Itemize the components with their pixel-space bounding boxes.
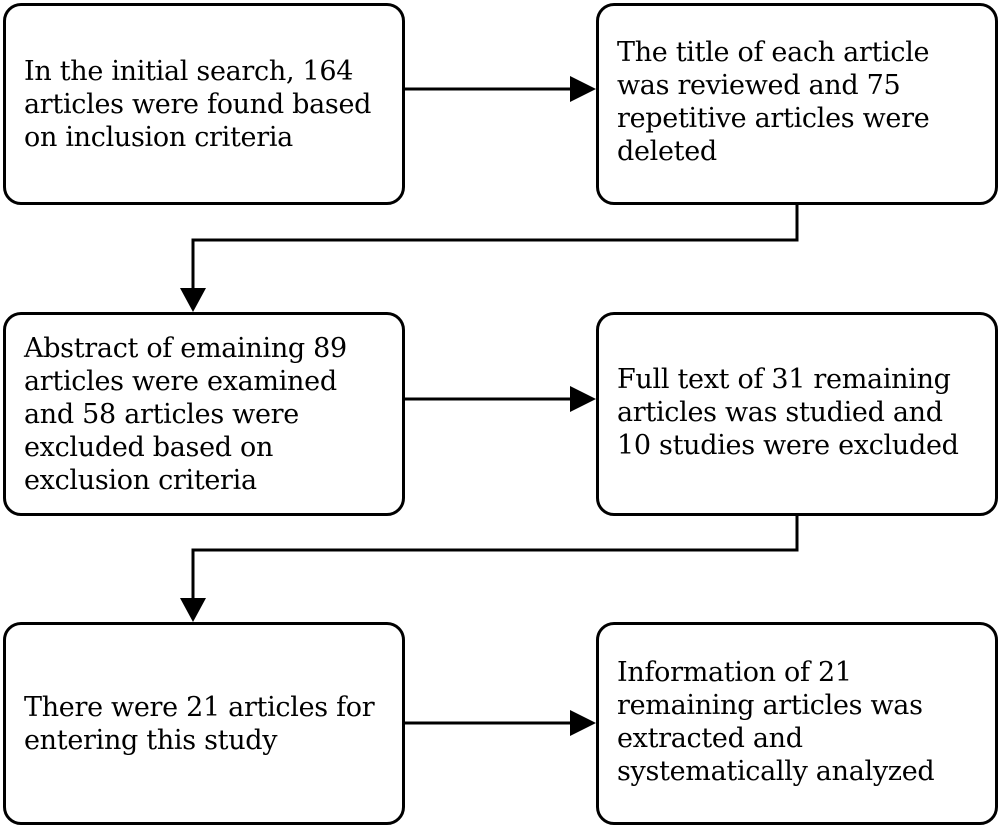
step-box-data-extraction: Information of 21 remaining articles was… [596,622,998,825]
arrow-step3-to-step4 [405,386,596,412]
arrow-step5-to-step6 [405,710,596,736]
step-text: Information of 21 remaining articles was… [617,656,935,787]
step-text: There were 21 articles for entering this… [24,691,375,756]
step-box-included-articles: There were 21 articles for entering this… [3,622,405,825]
step-text: Full text of 31 remaining articles was s… [617,363,959,461]
arrow-step1-to-step2 [405,76,596,102]
step-text: In the initial search, 164 articles were… [24,55,372,153]
arrow-step4-to-step5 [180,516,799,622]
step-box-title-review: The title of each article was reviewed a… [596,3,998,205]
arrow-step2-to-step3 [180,205,799,312]
step-text: Abstract of emaining 89 articles were ex… [24,332,347,496]
step-box-abstract-review: Abstract of emaining 89 articles were ex… [3,312,405,516]
step-box-initial-search: In the initial search, 164 articles were… [3,3,405,205]
step-text: The title of each article was reviewed a… [617,37,930,167]
step-box-full-text-review: Full text of 31 remaining articles was s… [596,312,998,516]
